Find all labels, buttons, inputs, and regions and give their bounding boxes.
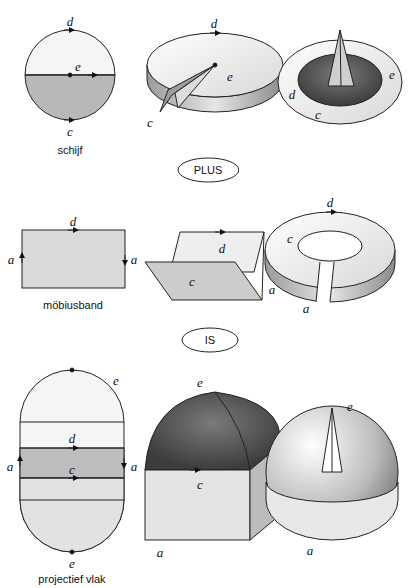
- oval-shape: [178, 158, 239, 182]
- cone-figure: [278, 30, 402, 124]
- edge-letter: d: [289, 86, 296, 103]
- label-text: a: [303, 301, 310, 316]
- edge-letter: e: [347, 398, 353, 415]
- mobius-ring-figure: [265, 212, 395, 304]
- projective-sphere-figure: [266, 406, 398, 540]
- label-text: e: [347, 399, 353, 414]
- edge-letter: d: [211, 15, 218, 32]
- label-text: c: [189, 274, 195, 289]
- label-text: c: [197, 477, 203, 492]
- projective-plane-scheme: [20, 368, 124, 554]
- label-text: projectief vlak: [38, 573, 105, 585]
- edge-letter: c: [315, 106, 321, 123]
- label-text: a: [131, 252, 138, 267]
- label-text: d: [219, 241, 226, 256]
- edge-letter: d: [327, 194, 334, 211]
- edge-letter: d: [69, 430, 76, 447]
- label-text: e: [113, 373, 119, 388]
- label-text: e: [389, 67, 395, 82]
- label-text: c: [69, 462, 75, 477]
- edge-letter: d: [67, 13, 74, 30]
- label-text: c: [287, 231, 293, 246]
- label-text: a: [7, 459, 14, 474]
- label-text: d: [67, 14, 74, 29]
- label-text: d: [70, 214, 77, 229]
- label-text: a: [157, 545, 164, 560]
- operator-word: PLUS: [194, 165, 223, 176]
- edge-letter: c: [197, 476, 203, 493]
- figure-caption: schijf: [57, 141, 82, 157]
- label-text: a: [131, 459, 138, 474]
- edge-letter: a: [131, 458, 138, 475]
- edge-letter: a: [269, 281, 276, 298]
- edge-letter: d: [219, 240, 226, 257]
- label-text: d: [69, 431, 76, 446]
- label-text: e: [227, 69, 233, 84]
- mobius-rectangle: [22, 230, 125, 288]
- label-text: schijf: [57, 144, 82, 156]
- edge-letter: a: [307, 542, 314, 559]
- projective-fold-figure: [145, 392, 280, 540]
- figure-caption: möbiusband: [43, 296, 103, 312]
- label-text: c: [315, 107, 321, 122]
- label-text: e: [197, 375, 203, 390]
- edge-letter: e: [69, 555, 75, 572]
- label-text: a: [269, 282, 276, 297]
- edge-letter: c: [189, 273, 195, 290]
- figure-caption: projectief vlak: [38, 570, 105, 586]
- oval-node: IS: [181, 327, 239, 353]
- oval-shape: [182, 328, 238, 352]
- disk-figure: [25, 30, 115, 120]
- label-text: e: [69, 556, 75, 571]
- label-text: d: [289, 87, 296, 102]
- label-text: d: [211, 16, 218, 31]
- mobius-twist-figure: [145, 232, 264, 300]
- edge-letter: c: [147, 114, 153, 131]
- edge-letter: c: [287, 230, 293, 247]
- edge-letter: e: [197, 374, 203, 391]
- label-text: a: [8, 252, 15, 267]
- edge-letter: d: [70, 213, 77, 230]
- edge-letter: c: [69, 461, 75, 478]
- edge-letter: a: [8, 251, 15, 268]
- edge-letter: a: [7, 458, 14, 475]
- oval-node: PLUS: [177, 157, 240, 183]
- label-text: möbiusband: [43, 299, 103, 311]
- label-text: c: [67, 124, 73, 139]
- edge-letter: e: [227, 68, 233, 85]
- label-text: a: [307, 543, 314, 558]
- cut-disk-figure: [147, 33, 283, 112]
- edge-letter: e: [389, 66, 395, 83]
- operator-word: IS: [205, 335, 215, 346]
- edge-letter: a: [131, 251, 138, 268]
- edge-letter: e: [75, 58, 81, 75]
- label-text: e: [75, 59, 81, 74]
- edge-letter: c: [67, 123, 73, 140]
- label-text: d: [327, 195, 334, 210]
- edge-letter: a: [303, 300, 310, 317]
- edge-letter: e: [113, 372, 119, 389]
- label-text: c: [147, 115, 153, 130]
- edge-letter: a: [157, 544, 164, 561]
